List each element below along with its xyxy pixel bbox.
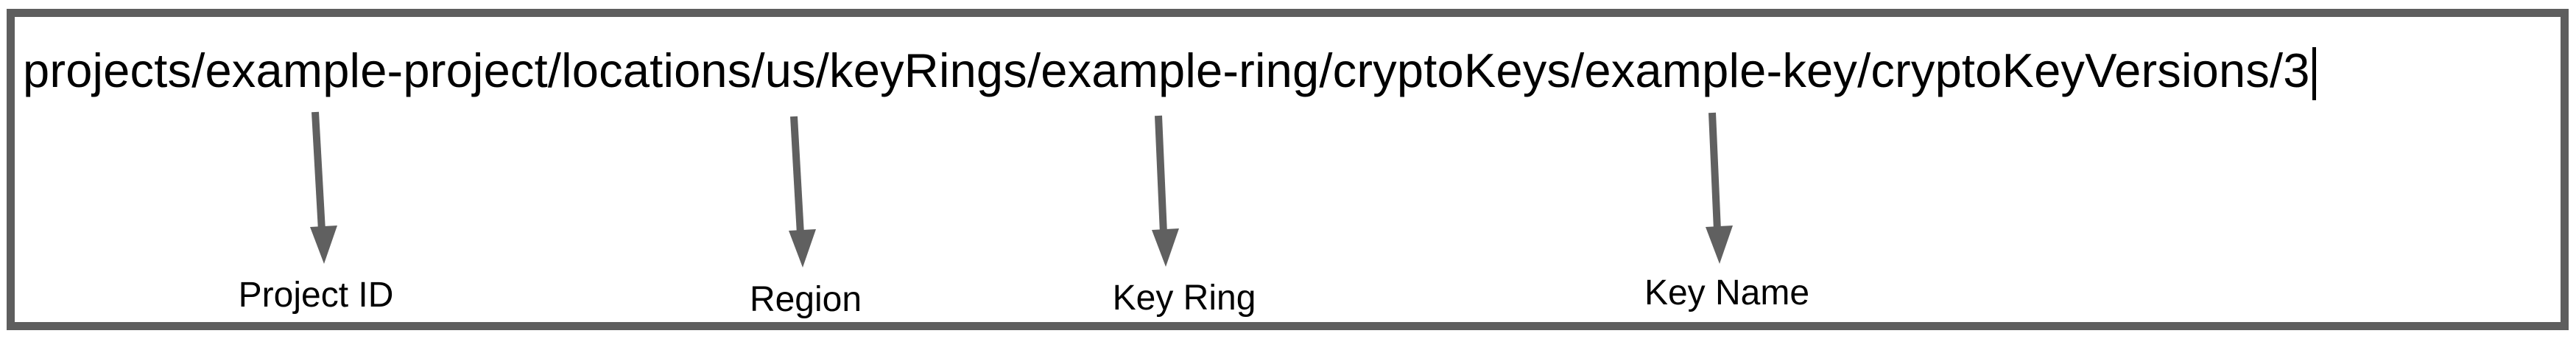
resource-path-text: projects/example-project/locations/us/ke… — [23, 43, 2310, 97]
resource-path-field[interactable]: projects/example-project/locations/us/ke… — [23, 46, 2316, 100]
diagram-frame-border — [7, 9, 2569, 330]
key-ring-label: Key Ring — [1112, 279, 1256, 318]
key-name-label: Key Name — [1644, 273, 1810, 312]
text-caret — [2312, 47, 2316, 100]
project-id-label: Project ID — [238, 276, 394, 315]
region-label: Region — [749, 280, 862, 319]
